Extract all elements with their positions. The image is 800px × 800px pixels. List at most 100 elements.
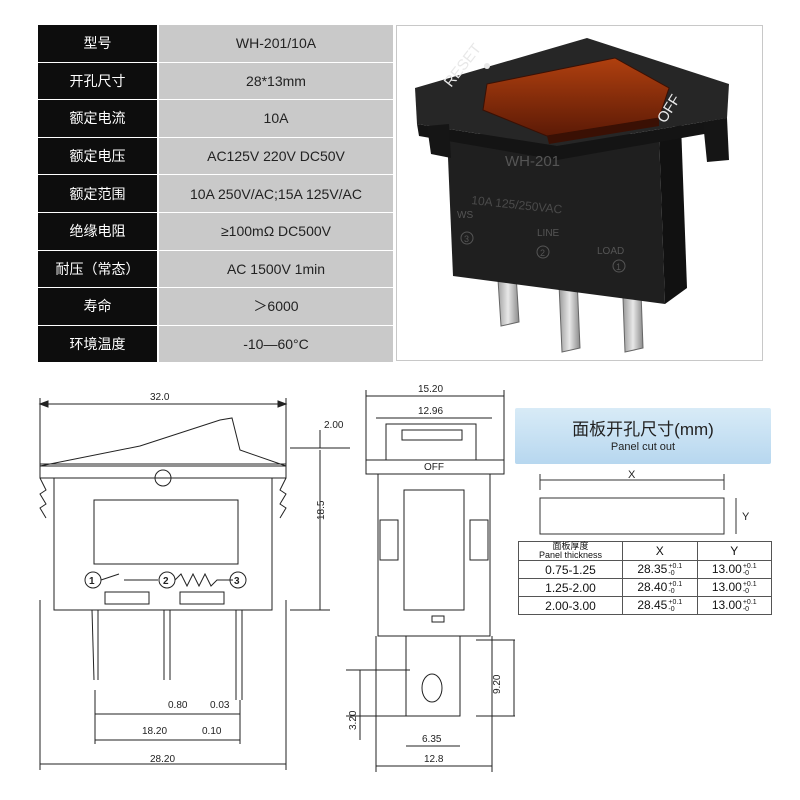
- spec-label: 开孔尺寸: [38, 62, 159, 101]
- arrow: [277, 400, 288, 408]
- cutout-diagram: X Y: [539, 469, 750, 535]
- switch-photo-illustration: RESET OFF WH-201 10A 125/250VAC WS LINE …: [415, 38, 729, 353]
- y-cell: 13.00+0.1-0: [696, 560, 772, 579]
- side-body: [53, 477, 273, 611]
- switch-symbol: [100, 573, 158, 581]
- cutout-subtitle: Panel cut out: [610, 441, 676, 453]
- switch-flange-edge: [417, 118, 727, 160]
- ws-marking: WS: [457, 210, 473, 221]
- tolerance: +0.1-0: [742, 562, 757, 577]
- dim-label: 28.20: [150, 754, 175, 765]
- spec-value: ＞6000: [158, 287, 393, 326]
- dim-label: 12.96: [418, 406, 443, 417]
- spec-label: 绝缘电阻: [38, 212, 159, 251]
- front-pin: [405, 635, 461, 717]
- thickness-header: 面板厚度 Panel thickness: [517, 541, 624, 561]
- front-inner: [403, 489, 465, 611]
- dim-label: 3.20: [348, 710, 359, 730]
- terminal-number: 3: [464, 234, 469, 244]
- terminal-pin: [622, 291, 644, 353]
- dim-label: 18.20: [142, 726, 167, 737]
- spec-value: 10A: [158, 99, 393, 138]
- spec-label: 耐压（常态）: [38, 250, 159, 289]
- front-off-label: OFF: [424, 462, 444, 473]
- dim-label: 18.5: [316, 500, 327, 520]
- tolerance: +0.1-0: [742, 598, 757, 613]
- thickness-cell: 2.00-3.00: [517, 596, 624, 615]
- terminal-number: 2: [163, 576, 169, 587]
- terminal-number: 1: [616, 262, 621, 272]
- x-cell: 28.35+0.1-0: [622, 560, 698, 579]
- spec-value: AC 1500V 1min: [158, 250, 393, 289]
- mount-clip: [703, 118, 729, 162]
- mount-clip: [427, 124, 451, 158]
- spec-row: 耐压（常态）AC 1500V 1min: [38, 250, 393, 289]
- dim-label: 0.10: [202, 726, 222, 737]
- front-slot: [431, 615, 445, 623]
- dim-label: 2.00: [324, 420, 344, 431]
- spec-label: 寿命: [38, 287, 159, 326]
- spec-label: 型号: [38, 25, 159, 63]
- switch-body-side: [659, 124, 687, 304]
- terminal-marker: [612, 259, 626, 273]
- terminal-number: 1: [89, 576, 95, 587]
- dim-label: 32.0: [150, 392, 170, 403]
- side-slot: [104, 591, 150, 605]
- spec-label: 额定电流: [38, 99, 159, 138]
- arrow: [38, 400, 49, 408]
- spec-row: 寿命＞6000: [38, 287, 393, 326]
- front-body: [377, 473, 491, 637]
- y-cell: 13.00+0.1-0: [696, 578, 772, 597]
- spec-row: 环境温度-10—60°C: [38, 325, 393, 364]
- spec-value: 28*13mm: [158, 62, 393, 101]
- dim-label: 12.8: [424, 754, 444, 765]
- side-rocker-outline: [39, 417, 287, 467]
- dim-label: 6.35: [422, 734, 442, 745]
- spec-value: WH-201/10A: [158, 25, 393, 63]
- cutout-rect: [539, 497, 725, 535]
- side-clip-left: [39, 477, 47, 519]
- dim-label: 0.03: [210, 700, 230, 711]
- tolerance: +0.1-0: [742, 580, 757, 595]
- spec-value: 10A 250V/AC;15A 125V/AC: [158, 174, 393, 213]
- x-cell: 28.40+0.1-0: [622, 578, 698, 597]
- tolerance: +0.1-0: [668, 598, 683, 613]
- dim-label: 0.80: [168, 700, 188, 711]
- cutout-x-label: X: [628, 469, 636, 481]
- switch-body: [447, 134, 665, 304]
- spec-label: 环境温度: [38, 325, 159, 364]
- front-clip: [469, 519, 489, 561]
- model-marking: WH-201: [505, 153, 560, 170]
- spec-value: -10—60°C: [158, 325, 393, 364]
- product-photo: RESET OFF WH-201 10A 125/250VAC WS LINE …: [396, 25, 763, 361]
- front-clip: [379, 519, 399, 561]
- cutout-header: 面板开孔尺寸(mm) Panel cut out: [515, 408, 771, 464]
- x-header: X: [622, 541, 698, 561]
- side-clip-right: [279, 477, 287, 519]
- load-marking: LOAD: [597, 246, 624, 257]
- terminal-number: 3: [234, 576, 240, 587]
- reset-dot: [484, 63, 490, 69]
- terminal-marker: [536, 245, 550, 259]
- line-marking: LINE: [537, 228, 560, 239]
- x-cell: 28.45+0.1-0: [622, 596, 698, 615]
- terminal-marker: [460, 231, 474, 245]
- pin-hole: [421, 673, 443, 703]
- y-cell: 13.00+0.1-0: [696, 596, 772, 615]
- technical-drawings: 32.0 2.00 18.5 0.80 0.03 18.20 0.10 28.2…: [38, 384, 515, 772]
- front-rocker-window: [401, 429, 463, 441]
- tolerance: +0.1-0: [668, 580, 683, 595]
- spec-label: 额定电压: [38, 137, 159, 176]
- spec-label: 额定范围: [38, 174, 159, 213]
- cutout-y-label: Y: [742, 511, 750, 523]
- spec-value: AC125V 220V DC50V: [158, 137, 393, 176]
- dim-label: 9.20: [492, 674, 503, 694]
- rivet: [154, 469, 172, 487]
